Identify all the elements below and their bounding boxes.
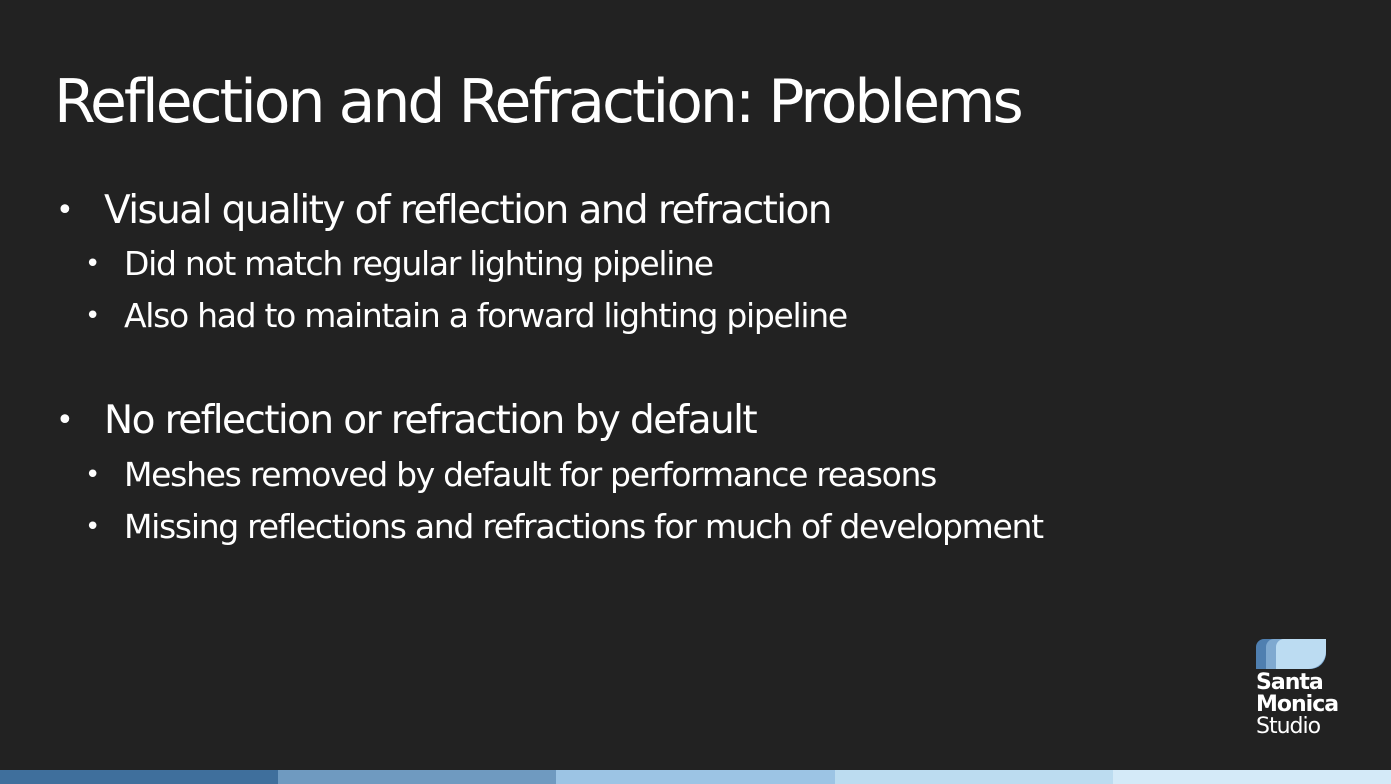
santa-monica-studio-logo: Santa Monica Studio	[1256, 639, 1356, 743]
footer-color-bar	[0, 770, 1391, 784]
sub-bullet-item: • Meshes removed by default for performa…	[85, 452, 937, 498]
footer-segment	[834, 770, 1113, 784]
bullet-text: Also had to maintain a forward lighting …	[124, 296, 848, 335]
santa-monica-studio-logo-icon	[1256, 639, 1326, 669]
bullet-icon: •	[85, 249, 100, 279]
footer-segment	[1112, 770, 1391, 784]
bullet-icon: •	[85, 301, 100, 331]
footer-segment	[278, 770, 557, 784]
footer-segment	[0, 770, 279, 784]
slide-title: Reflection and Refraction: Problems	[54, 67, 1024, 137]
logo-line-studio: Studio	[1256, 714, 1321, 739]
bullet-text: No reflection or refraction by default	[104, 398, 758, 443]
logo-line-monica: Monica	[1256, 692, 1339, 717]
bullet-text: Did not match regular lighting pipeline	[124, 244, 714, 283]
bullet-icon: •	[85, 512, 100, 542]
bullet-text: Meshes removed by default for performanc…	[124, 455, 937, 494]
bullet-text: Missing reflections and refractions for …	[124, 507, 1044, 546]
bullet-item: • No reflection or refraction by default	[56, 394, 758, 448]
logo-line-santa: Santa	[1256, 670, 1324, 695]
bullet-icon: •	[56, 403, 74, 438]
sub-bullet-item: • Also had to maintain a forward lightin…	[85, 293, 848, 339]
sub-bullet-item: • Missing reflections and refractions fo…	[85, 504, 1044, 550]
footer-segment	[556, 770, 835, 784]
bullet-text: Visual quality of reflection and refract…	[104, 188, 832, 233]
logo-wordmark: Santa Monica Studio	[1256, 670, 1339, 739]
bullet-icon: •	[56, 193, 74, 228]
bullet-icon: •	[85, 460, 100, 490]
bullet-item: • Visual quality of reflection and refra…	[56, 184, 832, 238]
sub-bullet-item: • Did not match regular lighting pipelin…	[85, 241, 714, 287]
